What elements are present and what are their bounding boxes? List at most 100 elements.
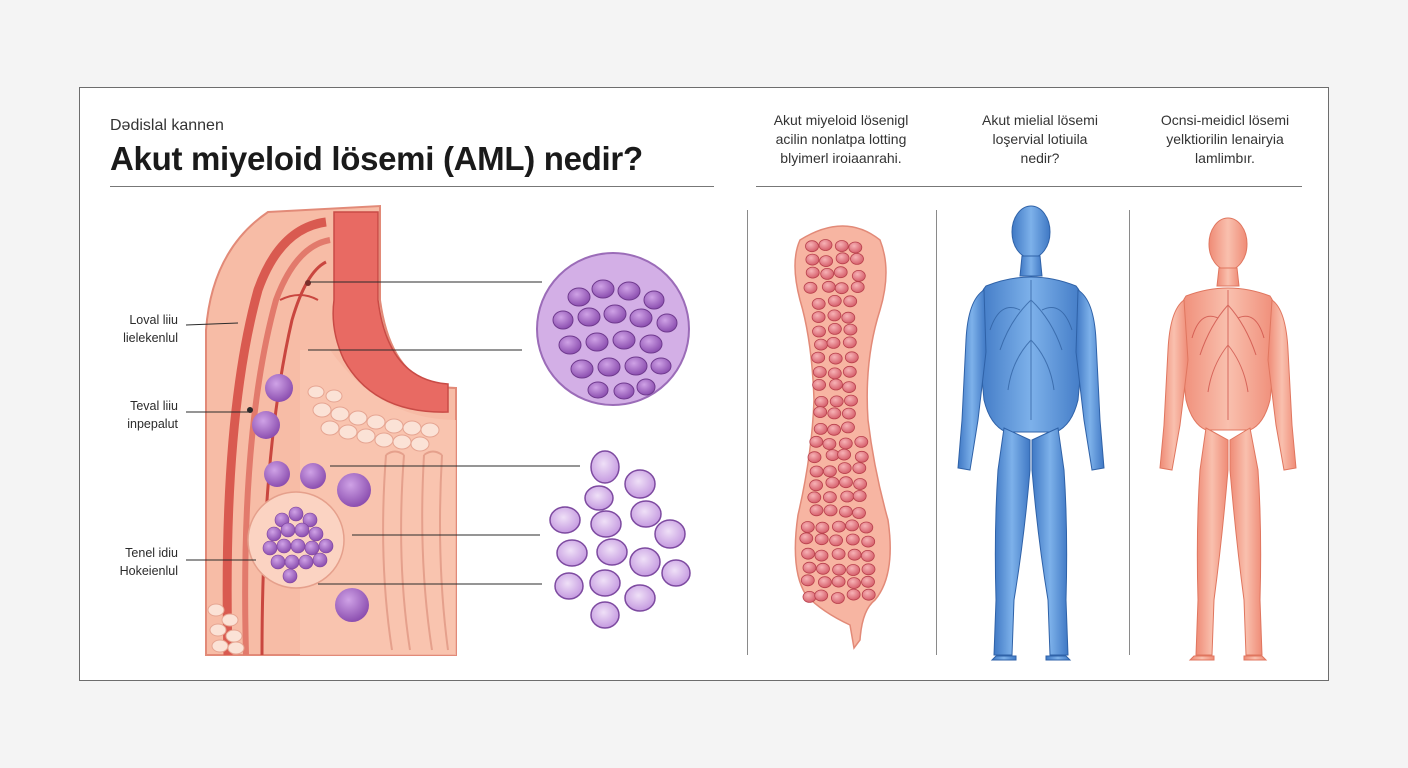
red-blood-cell (838, 437, 853, 450)
red-blood-cell (807, 451, 822, 464)
red-blood-cell (852, 507, 866, 519)
red-blood-cell (802, 561, 817, 574)
red-blood-cell (819, 255, 833, 268)
column-heading-1-line-1: Akut miyeloid lösenigl (773, 112, 909, 128)
red-blood-cell (844, 351, 859, 364)
red-blood-cell (854, 450, 869, 463)
red-blood-cell (829, 378, 843, 391)
red-blood-cell (800, 574, 815, 587)
red-blood-cell (800, 521, 815, 533)
red-blood-cell (812, 366, 827, 378)
red-blood-cell (807, 491, 822, 504)
column-heading-2-line-2: loşervial lotiuila (992, 131, 1088, 147)
red-blood-cell (814, 533, 829, 546)
red-blood-cell (831, 548, 846, 560)
callout-label-3-line-2: Hokeienlul (119, 564, 178, 578)
red-blood-cell (861, 575, 875, 588)
red-blood-cell (845, 533, 860, 546)
red-blood-cell (814, 338, 828, 351)
red-blood-cell (809, 479, 823, 492)
red-blood-cell (828, 352, 843, 365)
red-blood-cell (813, 422, 828, 435)
marrow-channels (382, 450, 449, 651)
red-blood-cell (861, 588, 876, 601)
red-body-vessels (1191, 290, 1265, 420)
red-blood-cell (805, 266, 820, 279)
callout-label-3-line-1: Tenel idiu (125, 546, 178, 560)
red-blood-cell (814, 549, 829, 562)
column-divider-3 (1129, 210, 1130, 655)
red-blood-cell (818, 239, 833, 251)
loose-blast-cells (549, 450, 691, 629)
red-blood-cell (811, 311, 826, 324)
red-blood-cell (835, 252, 850, 265)
red-blood-cell (799, 532, 814, 545)
blast-cell (335, 588, 369, 622)
kicker-text: Dǝdislal kannen (110, 117, 224, 134)
column-heading-3-line-3: lamlimbır. (1195, 150, 1255, 166)
blast-cell (252, 411, 280, 439)
blue-body-figure (957, 205, 1105, 661)
red-blood-cell (851, 269, 866, 282)
red-blood-cell (861, 563, 876, 576)
red-blood-cell (842, 336, 857, 349)
columns-rule (756, 186, 1302, 187)
red-blood-cell (801, 547, 815, 560)
red-blood-cell (861, 535, 876, 548)
red-blood-cell (822, 438, 837, 450)
page-title: Akut miyeloid lösemi (AML) nedir? (110, 140, 643, 177)
marker-dot (305, 280, 311, 286)
blast-cell (300, 463, 326, 489)
red-blood-cell (841, 421, 855, 434)
callout-label-1-line-2: lielekenlul (123, 331, 178, 345)
callout-label-2-line-1: Teval liiu (130, 399, 178, 413)
column-heading-3: Ocnsi-meidicl lösemi yelktiorilin lenair… (1130, 111, 1320, 168)
red-blood-cell (820, 267, 835, 280)
column-heading-1: Akut miyeloid lösenigl acilin nonlatpa l… (746, 111, 936, 168)
red-blood-cell (809, 465, 824, 478)
red-blood-cell (812, 378, 826, 391)
red-blood-cell (845, 519, 859, 532)
red-blood-cell (839, 476, 853, 489)
magnified-marrow-view (536, 252, 690, 406)
red-blood-cell (821, 280, 836, 293)
red-body-figure (1159, 217, 1297, 661)
red-blood-cell (829, 395, 844, 408)
red-blood-cell (834, 240, 849, 252)
red-blood-cell (837, 448, 851, 461)
red-blood-cell (853, 478, 867, 490)
blast-cell (337, 473, 371, 507)
red-blood-cell (829, 534, 843, 547)
red-blood-cell (827, 423, 841, 436)
red-blood-cell (815, 521, 830, 534)
red-blood-cell (802, 591, 817, 603)
bone-illustration (794, 225, 891, 650)
red-blood-cell (841, 311, 856, 324)
red-blood-cell (846, 564, 861, 576)
red-blood-cell (842, 381, 856, 394)
red-blood-cell (844, 394, 858, 407)
red-blood-cell (843, 295, 858, 308)
red-blood-cell (825, 476, 840, 489)
red-blood-cell (832, 520, 846, 533)
vessel-branch-1 (222, 217, 327, 656)
red-blood-cell (826, 336, 841, 349)
red-blood-cell (852, 462, 867, 475)
column-divider-2 (936, 210, 937, 655)
red-blood-cell (823, 491, 837, 504)
bone-red-cells (799, 239, 876, 604)
red-blood-cell (827, 294, 842, 307)
column-heading-3-line-1: Ocnsi-meidicl lösemi (1160, 112, 1290, 128)
red-blood-cell (860, 550, 875, 562)
red-blood-cell (859, 521, 874, 534)
red-blood-cell (827, 309, 842, 322)
red-blood-cell (840, 490, 855, 503)
red-blood-cell (842, 365, 857, 378)
callout-label-3: Tenel idiu Hokeienlul (100, 544, 178, 580)
red-blood-cell (828, 322, 842, 335)
red-blood-cell (847, 548, 862, 561)
red-blood-cell (850, 281, 865, 294)
cell-cluster (262, 506, 334, 584)
red-blood-cell (847, 577, 861, 589)
